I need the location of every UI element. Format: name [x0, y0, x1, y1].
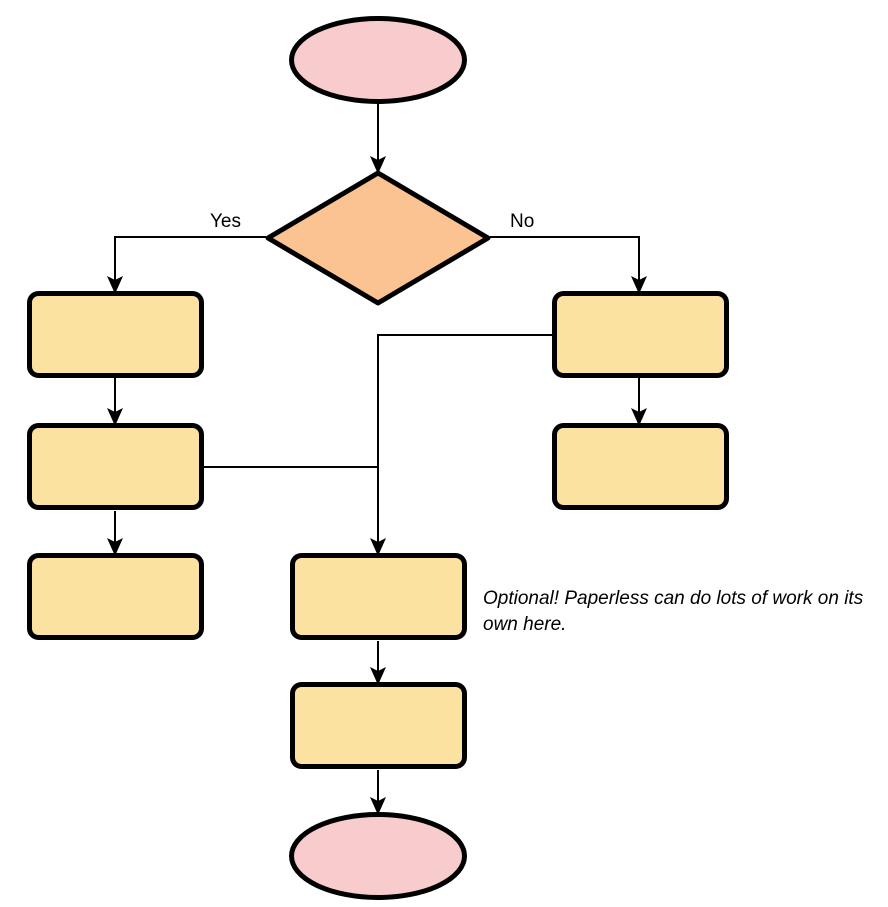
edge-remove-inbox-to-end — [370, 770, 386, 815]
node-scan-left-shape[interactable] — [27, 423, 204, 510]
edge-manual-tag-to-remove-inbox — [370, 641, 386, 685]
node-remove-inbox-shape[interactable] — [290, 682, 467, 769]
branch-label-no: No — [510, 211, 535, 232]
node-end-shape[interactable] — [289, 812, 467, 900]
node-write-asn-shape[interactable] — [27, 291, 204, 378]
node-decision-shape[interactable] — [265, 170, 491, 306]
edge-scan-right-to-manual-tag — [370, 334, 552, 556]
node-trash-shape[interactable] — [552, 423, 729, 510]
edge-scan-left-to-archive — [107, 511, 123, 556]
node-scan-right-shape[interactable] — [552, 291, 729, 378]
branch-label-yes: Yes — [210, 211, 241, 232]
edge-scan-right-to-trash — [631, 378, 647, 426]
edge-decision-yes-to-write-asn — [107, 236, 266, 294]
edge-start-to-decision — [370, 104, 386, 174]
edge-write-asn-to-scan-left — [107, 378, 123, 426]
edge-decision-no-to-scan-right — [490, 236, 647, 294]
optional-note-annotation: Optional! Paperless can do lots of work … — [483, 588, 864, 635]
node-manual-tag-shape[interactable] — [290, 553, 467, 640]
node-start-shape[interactable] — [289, 16, 467, 104]
node-archive-shape[interactable] — [27, 553, 204, 640]
